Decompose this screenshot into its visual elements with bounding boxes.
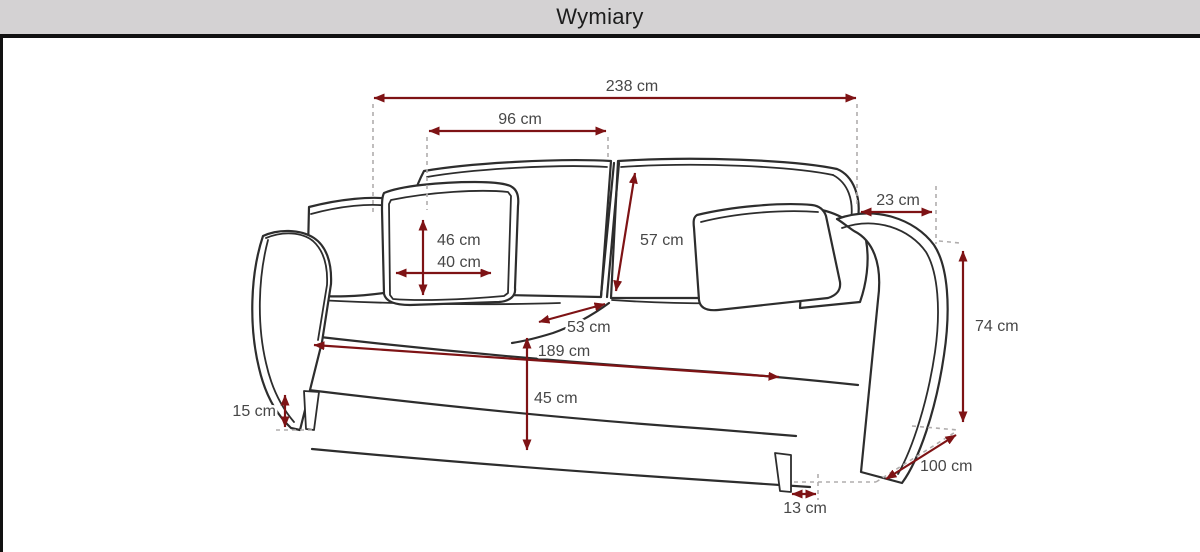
left-armrest-contour-inner — [265, 232, 328, 341]
page-title: Wymiary — [556, 4, 644, 29]
dim-total-width: 238 cm — [373, 76, 857, 103]
dimension-label-pillow-width: 40 cm — [437, 254, 481, 271]
dim-pillow-height: 46 cm — [418, 219, 483, 296]
dimension-arrow-seat-depth — [538, 302, 606, 324]
dim-armrest-width: 23 cm — [860, 190, 933, 217]
dim-leg-inset: 13 cm — [781, 489, 829, 520]
dimension-label-total-depth: 100 cm — [920, 458, 972, 475]
pillow-right-front-flange — [700, 210, 819, 223]
dimension-label-leg-height: 15 cm — [232, 403, 276, 420]
dimension-label-total-height: 74 cm — [975, 318, 1019, 335]
left-frame-border — [0, 38, 3, 552]
extension-lines — [276, 104, 961, 500]
dimension-label-seat-depth: 53 cm — [567, 319, 611, 336]
header: Wymiary — [0, 0, 1200, 38]
dim-total-depth: 100 cm — [885, 434, 975, 480]
dim-seat-width: 189 cm — [313, 341, 780, 381]
dimension-label-backrest-height: 57 cm — [640, 232, 684, 249]
front-left-leg — [303, 390, 320, 431]
dimension-label-pillow-height: 46 cm — [437, 232, 481, 249]
dimension-label-seat-width: 189 cm — [538, 343, 590, 360]
dim-backrest-cushion-width: 96 cm — [428, 109, 607, 136]
pillow-left-front-flange — [388, 189, 512, 301]
seat-band-bottom-edge — [298, 387, 798, 438]
dimension-label-seat-height: 45 cm — [534, 390, 578, 407]
right-armrest — [835, 212, 949, 485]
dimension-annotations: 238 cm 96 cm 23 cm 46 cm 40 cm 57 cm — [230, 76, 1021, 520]
dimension-label-armrest-width: 23 cm — [876, 192, 920, 209]
dimension-arrow-backrest-height — [613, 172, 638, 292]
left-armrest — [251, 229, 333, 432]
dim-pillow-width: 40 cm — [395, 252, 492, 278]
dimension-label-backrest-cushion-width: 96 cm — [498, 111, 542, 128]
dimension-arrow-total-depth — [885, 434, 957, 480]
dim-seat-depth: 53 cm — [538, 302, 613, 339]
backrest-cushion-right-seam — [620, 163, 834, 176]
storage-box-bottom-edge — [310, 447, 812, 489]
dim-leg-height: 15 cm — [230, 394, 290, 428]
dim-seat-height: 45 cm — [522, 337, 580, 451]
dimension-label-total-width: 238 cm — [606, 78, 658, 95]
dimension-label-leg-inset: 13 cm — [783, 500, 827, 517]
extension-line — [938, 240, 961, 244]
right-armrest-contour — [841, 222, 939, 475]
backrest-cushion-left-seam — [426, 165, 608, 178]
front-right-leg — [774, 452, 792, 493]
pillow-right-front — [692, 203, 842, 312]
dim-total-height: 74 cm — [958, 250, 1021, 423]
dim-backrest-height: 57 cm — [613, 172, 686, 292]
dimension-arrow-seat-width — [313, 341, 780, 381]
